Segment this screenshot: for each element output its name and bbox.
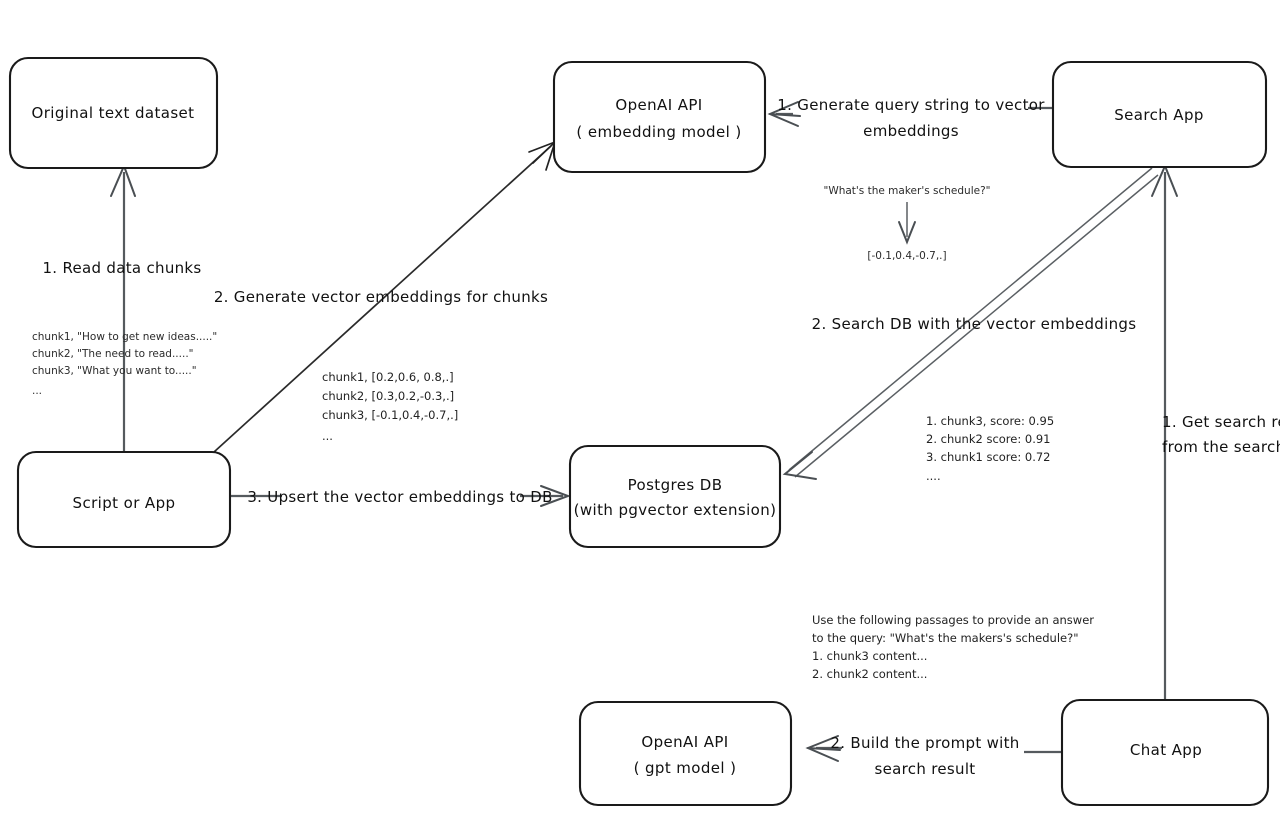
note-chunk-embeddings-line-2: chunk2, [0.3,0.2,-0.3,.]: [322, 389, 454, 403]
edge-build-prompt: [805, 735, 1062, 762]
note-chunk-embeddings-line-3: chunk3, [-0.1,0.4,-0.7,.]: [322, 408, 458, 422]
note-search-results-line-3: 3. chunk1 score: 0.72: [926, 450, 1050, 464]
edge-label-generate-query-string-line1: 1. Generate query string to vector: [777, 96, 1045, 114]
node-openai-embedding[interactable]: OpenAI API ( embedding model ): [552, 60, 767, 174]
note-prompt-example: Use the following passages to provide an…: [812, 613, 1094, 681]
node-openai-gpt-label-line1: OpenAI API: [641, 733, 728, 751]
node-openai-embedding-shape[interactable]: [552, 60, 767, 174]
node-search-app-label: Search App: [1114, 106, 1204, 124]
node-original-text-dataset-label: Original text dataset: [32, 104, 195, 122]
note-prompt-line-4: 2. chunk2 content...: [812, 667, 927, 681]
note-query-string: "What's the maker's schedule?": [824, 185, 991, 197]
edge-read-data-chunks: [110, 163, 136, 458]
note-chunks-sample-line-4: ...: [32, 385, 42, 397]
note-prompt-line-1: Use the following passages to provide an…: [812, 613, 1094, 627]
note-search-results-line-4: ....: [926, 469, 941, 483]
edge-label-read-data-chunks: 1. Read data chunks: [42, 259, 201, 277]
node-postgres-db[interactable]: Postgres DB (with pgvector extension): [568, 444, 782, 549]
note-prompt-line-3: 1. chunk3 content...: [812, 649, 927, 663]
node-search-app[interactable]: Search App: [1051, 60, 1268, 169]
edge-label-get-search-result-line1: 1. Get search result: [1162, 413, 1280, 431]
node-openai-embedding-label-line2: ( embedding model ): [576, 123, 741, 141]
node-script-or-app-shape[interactable]: [16, 450, 232, 549]
edge-label-get-search-result-line2: from the search app: [1162, 438, 1280, 456]
node-postgres-db-label-line2: (with pgvector extension): [574, 501, 777, 519]
node-postgres-db-label-line1: Postgres DB: [628, 476, 723, 494]
node-original-text-dataset[interactable]: Original text dataset: [8, 56, 219, 170]
node-script-or-app-label: Script or App: [73, 494, 176, 512]
edge-get-search-result: [1151, 163, 1178, 700]
node-search-app-shape[interactable]: [1051, 60, 1268, 169]
note-chunk-embeddings-line-1: chunk1, [0.2,0.6, 0.8,.]: [322, 370, 454, 384]
edge-generate-query-string: [767, 101, 1052, 127]
note-search-results-line-1: 1. chunk3, score: 0.95: [926, 414, 1054, 428]
edge-label-generate-query-string-line2: embeddings: [863, 122, 959, 140]
note-query-embedding: "What's the maker's schedule?" [-0.1,0.4…: [824, 185, 991, 262]
edge-label-build-prompt-line1: 2. Build the prompt with: [830, 734, 1019, 752]
note-prompt-line-2: to the query: "What's the makers's sched…: [812, 631, 1079, 645]
note-search-results: 1. chunk3, score: 0.95 2. chunk2 score: …: [926, 414, 1054, 483]
node-chat-app-label: Chat App: [1130, 741, 1202, 759]
edge-label-build-prompt-line2: search result: [875, 760, 976, 778]
note-chunks-sample: chunk1, "How to get new ideas....." chun…: [32, 331, 217, 397]
node-openai-gpt-label-line2: ( gpt model ): [634, 759, 737, 777]
note-query-vector: [-0.1,0.4,-0.7,.]: [867, 250, 946, 262]
node-postgres-db-shape[interactable]: [568, 444, 782, 549]
edge-label-search-db: 2. Search DB with the vector embeddings: [812, 315, 1137, 333]
node-chat-app[interactable]: Chat App: [1060, 698, 1270, 807]
node-chat-app-shape[interactable]: [1060, 698, 1270, 807]
note-chunk-embeddings: chunk1, [0.2,0.6, 0.8,.] chunk2, [0.3,0.…: [322, 370, 458, 443]
note-chunks-sample-line-3: chunk3, "What you want to.....": [32, 365, 197, 377]
edge-search-db: [782, 167, 1159, 480]
edge-query-to-vector: [898, 202, 916, 245]
edge-label-generate-vector-embeddings: 2. Generate vector embeddings for chunks: [214, 288, 548, 306]
note-chunks-sample-line-2: chunk2, "The need to read.....": [32, 348, 194, 360]
node-script-or-app[interactable]: Script or App: [16, 450, 232, 549]
node-openai-gpt[interactable]: OpenAI API ( gpt model ): [578, 700, 793, 807]
note-chunk-embeddings-line-4: ...: [322, 429, 333, 443]
node-openai-embedding-label-line1: OpenAI API: [615, 96, 702, 114]
note-search-results-line-2: 2. chunk2 score: 0.91: [926, 432, 1050, 446]
node-original-text-dataset-shape[interactable]: [8, 56, 219, 170]
edge-upsert-embeddings: [231, 485, 571, 507]
node-openai-gpt-shape[interactable]: [578, 700, 793, 807]
edge-label-upsert-embeddings: 3. Upsert the vector embeddings to DB: [247, 488, 552, 506]
note-chunks-sample-line-1: chunk1, "How to get new ideas.....": [32, 331, 217, 343]
